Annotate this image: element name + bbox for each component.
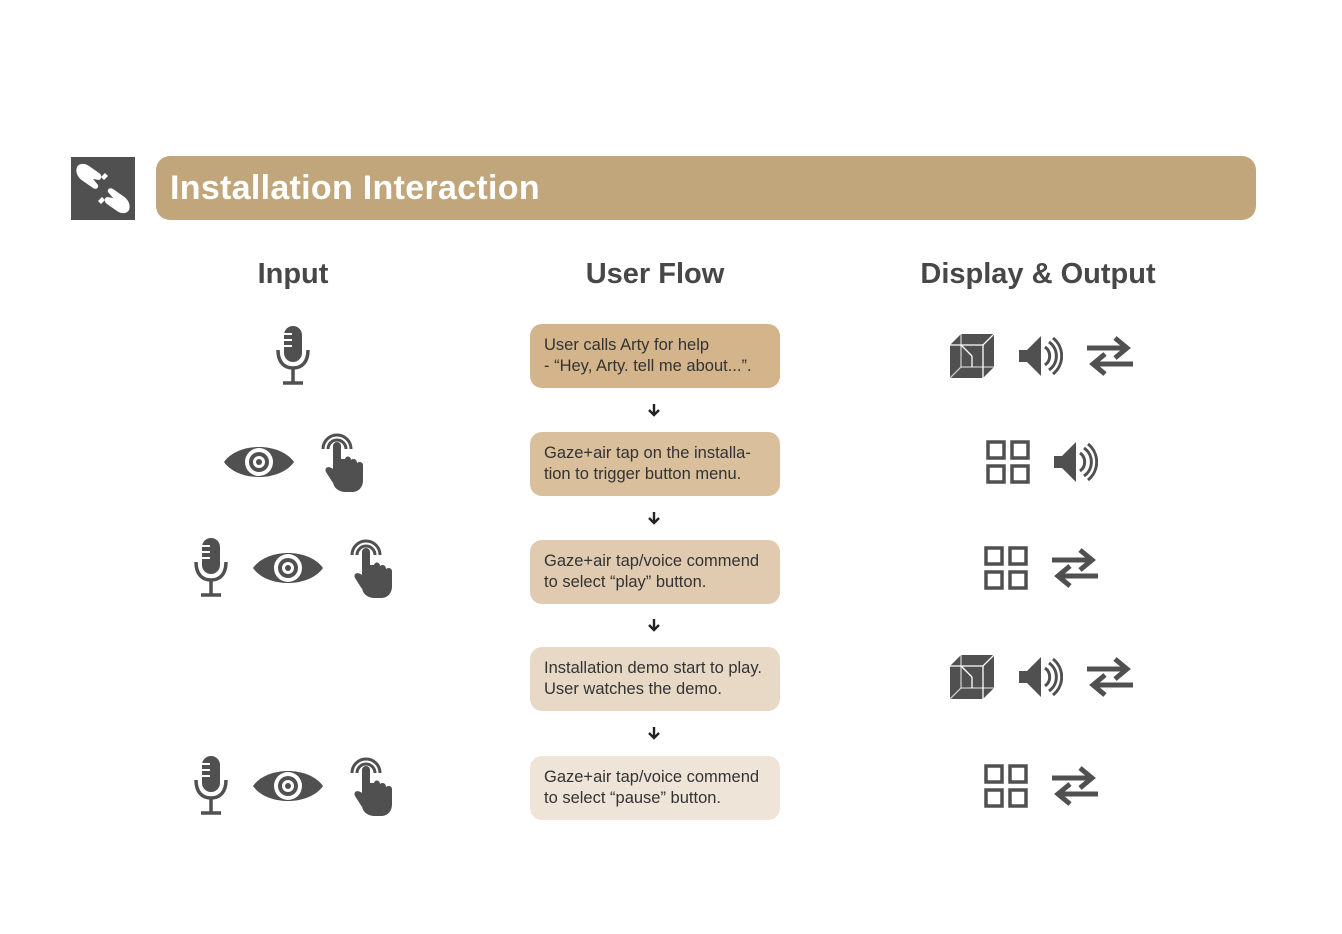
flow-step-4: Installation demo start to play. User wa…	[530, 647, 780, 711]
cube-icon	[949, 333, 995, 379]
swap-arrows-icon	[1085, 335, 1135, 377]
grid-icon	[984, 764, 1028, 808]
swap-arrows-icon	[1050, 547, 1100, 589]
flow-step-3: Gaze+air tap/voice commend to select “pl…	[530, 540, 780, 604]
column-header-input: Input	[257, 258, 329, 290]
grid-icon	[986, 440, 1030, 484]
eye-icon	[251, 546, 325, 590]
tap-hand-icon	[347, 755, 393, 817]
tap-hand-icon	[318, 431, 364, 493]
speaker-icon	[1052, 439, 1098, 485]
eye-icon	[222, 440, 296, 484]
down-arrow-icon	[648, 512, 660, 525]
swap-arrows-icon	[1050, 765, 1100, 807]
page-title: Installation Interaction	[170, 169, 540, 207]
cube-icon	[949, 654, 995, 700]
column-header-display-output: Display & Output	[920, 258, 1156, 290]
microphone-icon	[193, 756, 229, 816]
eye-icon	[251, 764, 325, 808]
microphone-icon	[193, 538, 229, 598]
speaker-icon	[1017, 654, 1063, 700]
title-bar: Installation Interaction	[156, 156, 1256, 220]
flow-step-5: Gaze+air tap/voice commend to select “pa…	[530, 756, 780, 820]
flow-step-2: Gaze+air tap on the installa- tion to tr…	[530, 432, 780, 496]
swap-arrows-icon	[1085, 656, 1135, 698]
interaction-hands-logo-icon	[71, 157, 135, 220]
speaker-icon	[1017, 333, 1063, 379]
grid-icon	[984, 546, 1028, 590]
down-arrow-icon	[648, 619, 660, 632]
flow-step-1: User calls Arty for help - “Hey, Arty. t…	[530, 324, 780, 388]
microphone-icon	[275, 326, 311, 386]
down-arrow-icon	[648, 404, 660, 417]
tap-hand-icon	[347, 537, 393, 599]
down-arrow-icon	[648, 727, 660, 740]
column-header-user-flow: User Flow	[585, 258, 725, 290]
